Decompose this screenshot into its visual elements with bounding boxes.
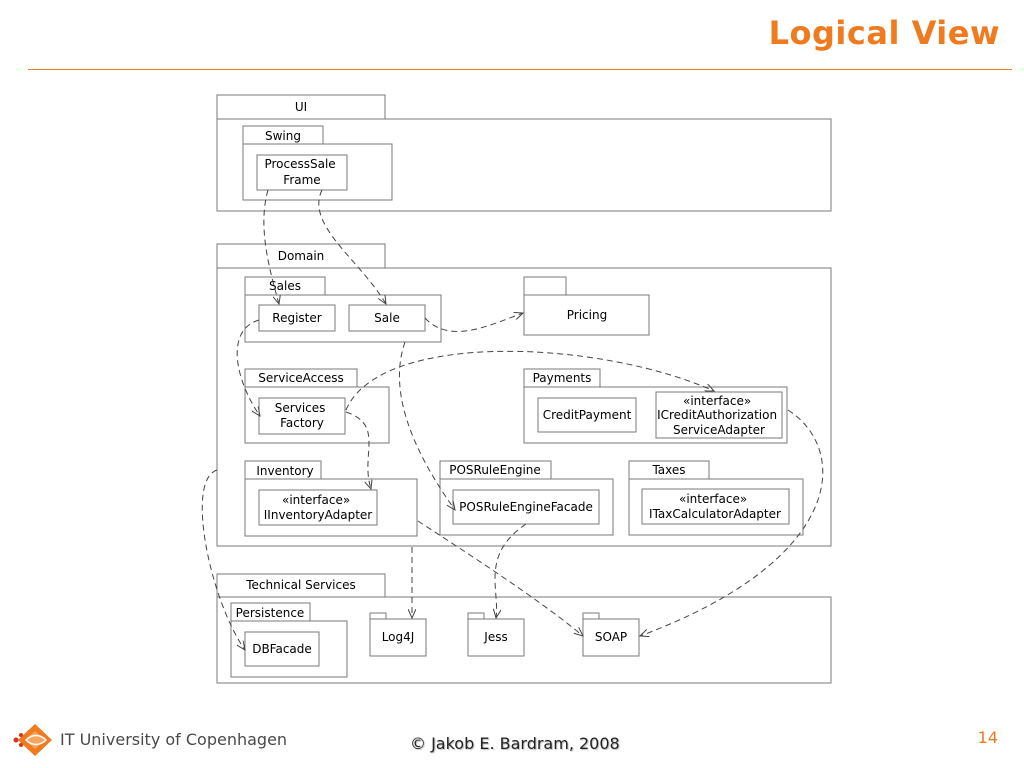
class-inventory-adapter-line2: IInventoryAdapter (264, 508, 373, 522)
layer-domain-label: Domain (278, 249, 325, 263)
dependency-rule-engine-to-jess (495, 523, 527, 618)
package-pos-rule-engine: POSRuleEngine (439, 460, 614, 536)
package-pos-rule-engine-label: POSRuleEngine (449, 463, 541, 477)
dependency-frame-to-register (263, 189, 279, 304)
dependency-register-to-services-factory (236, 319, 260, 416)
svg-text:ProcessSale Frame: ProcessSale Frame (264, 157, 339, 187)
svg-text:«interface» ITaxCalculat: «interface» ITaxCalculatorAdapter (649, 492, 781, 521)
class-services-factory-line2: Factory (280, 416, 324, 430)
dependency-credit-auth-to-soap (640, 409, 824, 636)
footer-copyright: © Jakob E. Bardram, 2008 (410, 734, 620, 753)
class-register: Register (258, 304, 336, 332)
class-db-facade-label: DBFacade (252, 642, 312, 656)
class-process-sale-frame: ProcessSale Frame (256, 154, 348, 191)
class-process-sale-frame-line1: ProcessSale (264, 157, 335, 171)
class-pos-rule-engine-facade-label: POSRuleEngineFacade (459, 500, 593, 514)
package-pricing: Pricing (523, 276, 650, 336)
class-pos-rule-engine-facade: POSRuleEngineFacade (452, 489, 600, 525)
footer-university-name: IT University of Copenhagen (60, 730, 288, 749)
package-inventory-label: Inventory (256, 464, 313, 478)
package-taxes-label: Taxes (651, 463, 685, 477)
package-soap: SOAP (582, 612, 640, 657)
svg-text:«interface» IInventoryAd: «interface» IInventoryAdapter (264, 493, 373, 522)
class-register-label: Register (272, 311, 321, 325)
class-tax-calculator-adapter: «interface» ITaxCalculatorAdapter (641, 488, 790, 525)
class-pricing-label: Pricing (567, 308, 607, 322)
package-jess-label: Jess (483, 630, 507, 644)
page-number: 14 (977, 728, 998, 747)
dependency-arrows (201, 189, 824, 650)
class-credit-auth-line2: ICreditAuthorization (657, 408, 777, 422)
package-sales-label: Sales (269, 279, 301, 293)
dependency-sale-to-pricing (424, 313, 523, 332)
itu-logo-icon (13, 724, 52, 756)
package-soap-label: SOAP (595, 630, 627, 644)
class-db-facade: DBFacade (244, 631, 320, 667)
class-tax-calc-line2: ITaxCalculatorAdapter (649, 507, 781, 521)
dependency-inventory-adapter-to-soap (417, 520, 583, 636)
dependency-factory-to-inventory-adapter (345, 411, 371, 489)
dependency-factory-to-credit-auth (345, 350, 714, 411)
class-sale: Sale (348, 304, 426, 332)
package-log4j-label: Log4J (382, 630, 415, 644)
layer-ui-label: UI (295, 100, 307, 114)
class-credit-payment: CreditPayment (537, 397, 637, 433)
class-credit-payment-label: CreditPayment (543, 408, 632, 422)
package-log4j: Log4J (369, 612, 427, 657)
dependency-inventory-to-db-facade (201, 469, 245, 650)
package-jess: Jess (467, 612, 525, 657)
class-inventory-adapter: «interface» IInventoryAdapter (258, 489, 378, 526)
dependency-frame-to-sale (318, 189, 386, 304)
svg-text:Services Factory: Services Factory (275, 401, 329, 430)
class-tax-calc-line1: «interface» (679, 492, 747, 506)
package-persistence-label: Persistence (236, 606, 305, 620)
title-divider (28, 69, 1012, 70)
class-process-sale-frame-line2: Frame (283, 173, 320, 187)
slide-title: Logical View (768, 14, 1000, 52)
class-sale-label: Sale (374, 311, 400, 325)
dependency-sale-to-rule-engine (399, 341, 455, 510)
package-payments-label: Payments (533, 371, 592, 385)
svg-text:«interface» ICreditAutho: «interface» ICreditAuthorization Service… (657, 394, 781, 437)
package-swing-label: Swing (265, 129, 301, 143)
package-service-access-label: ServiceAccess (258, 371, 343, 385)
class-services-factory-line1: Services (275, 401, 326, 415)
class-credit-authorization-adapter: «interface» ICreditAuthorization Service… (655, 391, 783, 439)
class-credit-auth-line1: «interface» (683, 394, 751, 408)
layer-technical-services-label: Technical Services (245, 578, 356, 592)
class-inventory-adapter-line1: «interface» (282, 493, 350, 507)
class-credit-auth-line3: ServiceAdapter (673, 423, 765, 437)
class-services-factory: Services Factory (258, 397, 346, 435)
